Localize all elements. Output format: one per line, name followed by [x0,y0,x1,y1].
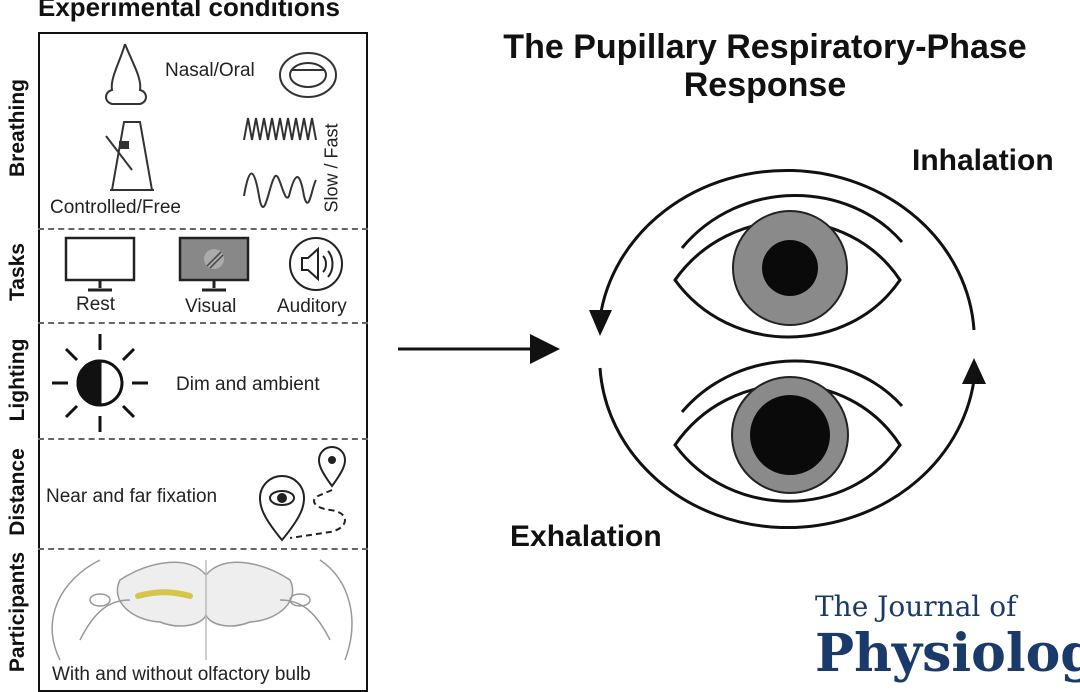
row-divider [38,228,368,230]
auditory-label: Auditory [277,296,347,317]
dim-ambient-label: Dim and ambient [176,374,320,395]
nasal-oral-label: Nasal/Oral [165,60,255,81]
eye-location-pin-icon [258,475,306,542]
figure-title: The Pupillary Respiratory-Phase Response [450,28,1080,104]
speaker-icon [289,237,343,291]
journal-logo-line1: The Journal of [815,590,1017,623]
mouth-icon [279,52,337,98]
figure-title-line2: Response [683,66,847,104]
fast-wave-icon [243,117,317,141]
olfactory-bulb-icon [135,589,193,599]
target-location-pin-icon [317,446,347,488]
visual-label: Visual [185,296,237,317]
visual-monitor-icon [178,236,250,292]
sun-icon [52,334,148,432]
panel-title: Experimental conditions [38,0,340,22]
exhalation-arc [598,367,976,530]
inhalation-arc [598,168,976,331]
row-divider [38,548,368,550]
eye-constricted-icon [673,194,904,339]
fixation-path [289,489,346,539]
journal-logo-line2: Physiology [815,623,1080,684]
figure-graphics [51,43,986,661]
inhalation-label: Inhalation [912,144,1054,177]
exhalation-arc-arrowhead [962,358,986,384]
journal-logo: The Journal of Physiology [815,590,1080,684]
row-divider [38,438,368,440]
controlled-free-label: Controlled/Free [50,197,181,218]
exhalation-label: Exhalation [510,520,662,553]
slow-wave-icon [243,172,317,208]
figure-title-line1: The Pupillary Respiratory-Phase [503,28,1027,66]
metronome-icon [105,121,154,191]
brain-olfactory-illustration [51,559,353,661]
inhalation-arc-arrowhead [589,310,612,336]
row-divider [38,322,368,324]
rest-monitor-icon [64,236,136,292]
rest-label: Rest [76,294,116,315]
nose-icon [105,43,147,105]
near-far-label: Near and far fixation [46,486,218,507]
eye-dilated-icon [673,359,904,503]
